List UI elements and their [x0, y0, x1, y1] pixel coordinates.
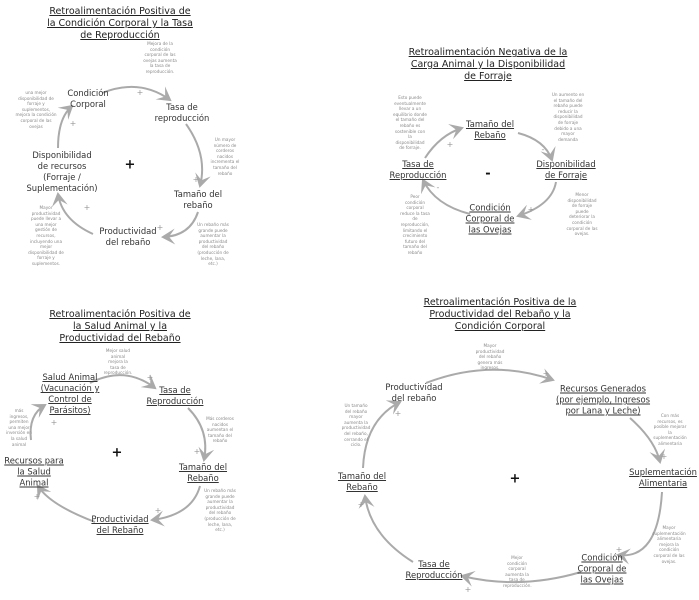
arrow: [51, 192, 94, 235]
arrow: [460, 571, 582, 587]
link-sign: +: [50, 418, 58, 427]
node: Tasa de Reproducción: [146, 385, 204, 406]
arrow: [185, 123, 211, 188]
arrow: [517, 132, 556, 162]
arrow: [101, 85, 172, 102]
link-sign: +: [136, 88, 144, 97]
link-sign: +: [615, 545, 623, 554]
node: Condición Corporal: [67, 88, 109, 109]
link-sign: +: [146, 373, 154, 382]
link-sign: +: [527, 205, 535, 214]
node: Tasa de Reproducción: [405, 559, 463, 580]
link-sign: +: [193, 447, 201, 456]
node: Tasa de reproducción: [154, 102, 210, 123]
arrow: [187, 407, 215, 462]
node: Disponibilidad de Forraje: [536, 159, 596, 180]
note: Un mayor número de corderos nacidos incr…: [210, 137, 240, 176]
node: Recursos para la Salud Animal: [4, 455, 64, 488]
link-sign: +: [69, 119, 77, 128]
arrow: [161, 211, 199, 245]
link-sign: +: [394, 409, 402, 418]
arrow: [150, 485, 201, 527]
note: Un rebaño más grande puede aumentar la p…: [204, 488, 236, 533]
link-sign: +: [33, 492, 41, 501]
arrow: [420, 178, 471, 215]
note: Con más recursos, es posible mejorar la …: [653, 413, 687, 446]
node: Tamaño del Rebaño: [465, 119, 515, 140]
note: Peor condición corporal reduce la tasa d…: [400, 194, 430, 255]
node: Condición Corporal de las Ovejas: [577, 552, 627, 585]
node: Productividad del rebaño: [385, 382, 443, 403]
note: Mejora de la condición corporal de las o…: [143, 41, 177, 74]
arrow: [516, 181, 557, 220]
note: Un rebaño más grande puede aumentar la p…: [197, 222, 229, 267]
link-sign: +: [464, 585, 472, 594]
node: Tamaño del Rebaño: [178, 462, 228, 483]
arrow: [358, 494, 414, 563]
arrow: [629, 417, 666, 464]
link-sign: -: [436, 183, 440, 192]
link-sign: +: [154, 506, 162, 515]
arrow: [424, 124, 464, 159]
arrow: [29, 403, 47, 441]
note: Mayor productividad del rebaño genera má…: [475, 343, 505, 371]
note: Mejor salud animal mejora la tasa de rep…: [103, 348, 133, 376]
note: Menor disponibilidad de forraje puede de…: [566, 192, 598, 237]
note: una mejor disponibilidad de forraje y su…: [15, 90, 57, 129]
note: Mayor suplementación alimentaria mejora …: [652, 525, 686, 564]
link-sign: +: [156, 223, 164, 232]
note: Mejor condición corporal aumenta la tasa…: [503, 555, 532, 588]
loop-polarity: -: [485, 166, 491, 182]
node: Productividad del rebaño: [99, 226, 157, 247]
link-sign: +: [542, 369, 550, 378]
loop-polarity: +: [111, 445, 123, 461]
note: Más corderos nacidos aumentan el tamaño …: [206, 416, 234, 444]
node: Tamaño del rebaño: [173, 189, 223, 210]
note: Mayor productividad puede llevar a una m…: [28, 205, 64, 266]
link-sign: -: [541, 145, 545, 154]
loop-polarity: +: [509, 471, 521, 487]
link-sign: +: [660, 452, 668, 461]
link-sign: +: [357, 500, 365, 509]
loop-polarity: +: [124, 157, 136, 173]
node: Suplementación Alimentaria: [629, 467, 697, 488]
note: Un aumento en el tamaño del rebaño puede…: [551, 92, 585, 142]
node: Disponibilidad de recursos (Forraje / Su…: [26, 150, 98, 193]
note: Esto puede eventualmente llevar a un equ…: [393, 95, 427, 151]
link-sign: +: [83, 203, 91, 212]
arrow: [57, 104, 74, 149]
node: Tasa de Reproducción: [389, 159, 447, 180]
link-sign: +: [446, 140, 454, 149]
link-sign: +: [192, 175, 200, 184]
node: Condición Corporal de las Ovejas: [465, 202, 515, 235]
node: Recursos Generados (por ejemplo, Ingreso…: [555, 383, 651, 416]
arrow: [616, 491, 663, 565]
arrow: [362, 400, 402, 469]
arrow: [89, 374, 157, 390]
arrow: [36, 484, 96, 523]
node: Productividad del Rebaño: [91, 514, 149, 535]
note: más ingresos, permiten una mejor inversi…: [6, 408, 32, 447]
arrow: [425, 368, 555, 384]
node: Salud Animal (Vacunación y Control de Pa…: [40, 372, 100, 415]
node: Tamaño del Rebaño: [337, 471, 387, 492]
note: Un tamaño del rebaño mayor aumenta la pr…: [341, 403, 371, 448]
